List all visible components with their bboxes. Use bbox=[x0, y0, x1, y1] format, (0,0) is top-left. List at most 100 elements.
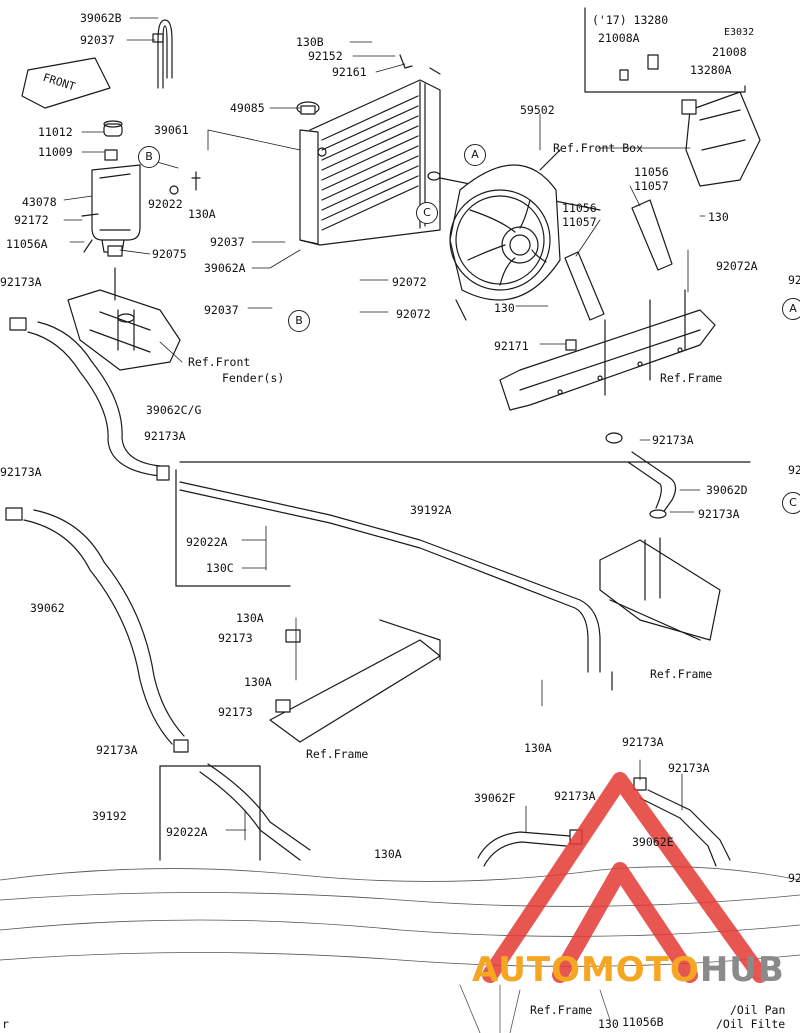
label-92173: 92173 bbox=[218, 705, 253, 719]
front-fender-bracket bbox=[67, 267, 181, 371]
callout-B: B bbox=[138, 146, 160, 168]
label-oil-filter: /Oil Filte bbox=[716, 1017, 786, 1031]
label-92037: 92037 bbox=[204, 303, 239, 317]
label-130A: 130A bbox=[188, 207, 216, 221]
pipe-39192A bbox=[156, 461, 751, 691]
label-11009: 11009 bbox=[38, 145, 73, 159]
label-92072: 92072 bbox=[396, 307, 431, 321]
label-130A: 130A bbox=[244, 675, 272, 689]
label-92161: 92161 bbox=[332, 65, 367, 79]
label-39062A: 39062A bbox=[204, 261, 246, 275]
upper-frame bbox=[499, 289, 716, 411]
label-92173A: 92173A bbox=[0, 465, 42, 479]
fan-brackets bbox=[564, 199, 673, 321]
label-ref-frame: Ref.Frame bbox=[650, 667, 713, 681]
label-edge-92: 92 bbox=[788, 273, 800, 287]
label-edge-92: 92 bbox=[788, 463, 800, 477]
label-ref-frame: Ref.Frame bbox=[306, 747, 369, 761]
label-130: 130 bbox=[494, 301, 515, 315]
label-39192A: 39192A bbox=[410, 503, 452, 517]
middle-frame bbox=[599, 537, 721, 641]
label-92152: 92152 bbox=[308, 49, 343, 63]
label-92022A: 92022A bbox=[186, 535, 228, 549]
label-11057: 11057 bbox=[562, 215, 597, 229]
label-92022: 92022 bbox=[148, 197, 183, 211]
label-ref-frame: Ref.Frame bbox=[660, 371, 723, 385]
label-130A: 130A bbox=[236, 611, 264, 625]
label-39062E: 39062E bbox=[632, 835, 674, 849]
radiator bbox=[296, 54, 601, 246]
label-11057: 11057 bbox=[634, 179, 669, 193]
label-39062B: 39062B bbox=[80, 11, 122, 25]
label-130: 130 bbox=[708, 210, 729, 224]
watermark-brand-part1: AUTOMOTO bbox=[472, 950, 700, 990]
hose-39062B bbox=[152, 19, 173, 89]
label-39192: 39192 bbox=[92, 809, 127, 823]
label-59502: 59502 bbox=[520, 103, 555, 117]
leader-lines bbox=[63, 17, 706, 841]
label-92173A: 92173A bbox=[554, 789, 596, 803]
label-130A: 130A bbox=[524, 741, 552, 755]
hose-39062D bbox=[605, 432, 677, 519]
label-92173A: 92173A bbox=[144, 429, 186, 443]
hose-39062 bbox=[5, 507, 189, 753]
label-92173A: 92173A bbox=[0, 275, 42, 289]
cooling-fan bbox=[449, 149, 561, 321]
label-13280A: 13280A bbox=[690, 63, 732, 77]
label-92072: 92072 bbox=[392, 275, 427, 289]
label-92173A: 92173A bbox=[668, 761, 710, 775]
label-92173A: 92173A bbox=[698, 507, 740, 521]
reservoir-tank bbox=[81, 120, 201, 257]
label-edge-92: 92 bbox=[788, 871, 800, 885]
label-39062F: 39062F bbox=[474, 791, 516, 805]
label-11056A: 11056A bbox=[6, 237, 48, 251]
label-ref-front-box: Ref.Front Box bbox=[553, 141, 644, 155]
hose-39062CG bbox=[9, 317, 161, 477]
label-39061: 39061 bbox=[154, 123, 189, 137]
label-92173A: 92173A bbox=[622, 735, 664, 749]
label-130B: 130B bbox=[296, 35, 324, 49]
front-box bbox=[584, 7, 761, 187]
label-39062C-G: 39062C/G bbox=[146, 403, 202, 417]
front-arrow-sign: FRONT bbox=[21, 57, 111, 109]
label-11056: 11056 bbox=[634, 165, 669, 179]
label-11056B: 11056B bbox=[622, 1015, 664, 1029]
label-92037: 92037 bbox=[80, 33, 115, 47]
label-49085: 49085 bbox=[230, 101, 265, 115]
label-92173A: 92173A bbox=[96, 743, 138, 757]
lower-bracket-frame bbox=[269, 619, 441, 743]
label-39062: 39062 bbox=[30, 601, 65, 615]
label-e3032: E3032 bbox=[724, 27, 755, 38]
label-fender-s: Fender(s) bbox=[222, 371, 285, 385]
watermark-brand-part2: HUB bbox=[699, 950, 785, 990]
label-21008A: 21008A bbox=[598, 31, 640, 45]
watermark-brand: AUTOMOTOHUB bbox=[472, 950, 785, 990]
label-92173: 92173 bbox=[218, 631, 253, 645]
label-92173A: 92173A bbox=[652, 433, 694, 447]
label-43078: 43078 bbox=[22, 195, 57, 209]
callout-C: C bbox=[416, 202, 438, 224]
label-ref-front: Ref.Front bbox=[188, 355, 251, 369]
label-oil-pan: /Oil Pan bbox=[730, 1003, 786, 1017]
label-21008: 21008 bbox=[712, 45, 747, 59]
label-ref-frame: Ref.Frame bbox=[530, 1003, 593, 1017]
label-92022A: 92022A bbox=[166, 825, 208, 839]
triangle-logo-icon bbox=[482, 772, 768, 983]
label-92037: 92037 bbox=[210, 235, 245, 249]
label-17-13280: ('17) 13280 bbox=[592, 13, 669, 27]
callout-A: A bbox=[782, 298, 800, 320]
label-130: 130 bbox=[598, 1017, 619, 1031]
callout-C: C bbox=[782, 492, 800, 514]
pipe-39192 bbox=[159, 763, 311, 861]
callout-A: A bbox=[464, 144, 486, 166]
label-11012: 11012 bbox=[38, 125, 73, 139]
callout-B: B bbox=[288, 310, 310, 332]
label-92172: 92172 bbox=[14, 213, 49, 227]
label-92075: 92075 bbox=[152, 247, 187, 261]
label-92072A: 92072A bbox=[716, 259, 758, 273]
label-39062D: 39062D bbox=[706, 483, 748, 497]
label-130C: 130C bbox=[206, 561, 234, 575]
label-130A: 130A bbox=[374, 847, 402, 861]
